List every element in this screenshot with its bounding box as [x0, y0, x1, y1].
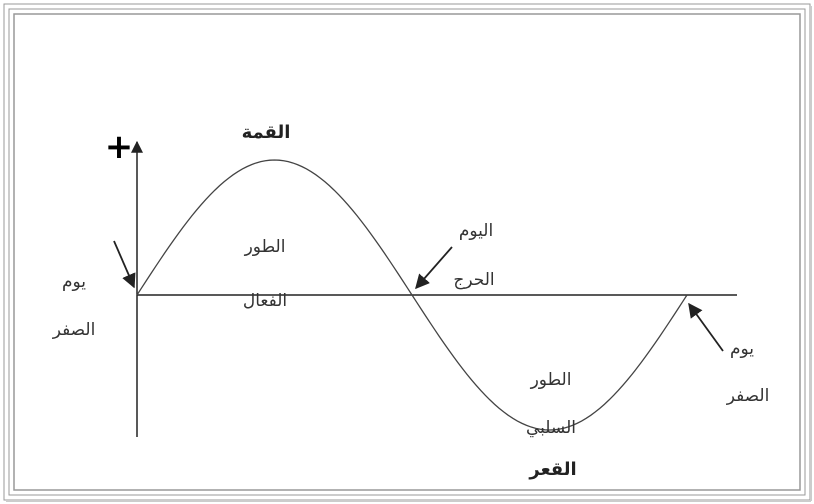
- zero-day-right-arrow: [688, 302, 724, 352]
- zero-day-right-label-line2: الصفر: [726, 386, 770, 406]
- negative-phase-label-line1: الطور: [530, 370, 572, 390]
- frame-middle-line: [8, 8, 806, 496]
- critical-day-label-line2: الحرج: [453, 270, 494, 290]
- active-phase-label-line2: الفعال: [243, 291, 287, 311]
- zero-day-left-label-line1: يوم: [62, 272, 86, 292]
- plus-sign: +: [105, 127, 134, 167]
- zero-day-left-arrow: [113, 240, 136, 289]
- frame-inner-line: [13, 13, 801, 491]
- frame-outer-line: [3, 3, 811, 501]
- frame: [3, 3, 812, 502]
- negative-phase-label-line2: السلبي: [526, 418, 576, 438]
- active-phase-label-line1: الطور: [244, 237, 286, 257]
- zero-day-right-label-line1: يوم: [730, 339, 754, 359]
- zero-day-left-label-line2: الصفر: [52, 320, 96, 340]
- trough-label: القعر: [528, 459, 576, 480]
- peak-label: القمة: [242, 122, 291, 143]
- critical-day-arrow: [415, 246, 453, 290]
- critical-day-label-line1: اليوم: [459, 221, 493, 241]
- sine-curve: [136, 159, 688, 431]
